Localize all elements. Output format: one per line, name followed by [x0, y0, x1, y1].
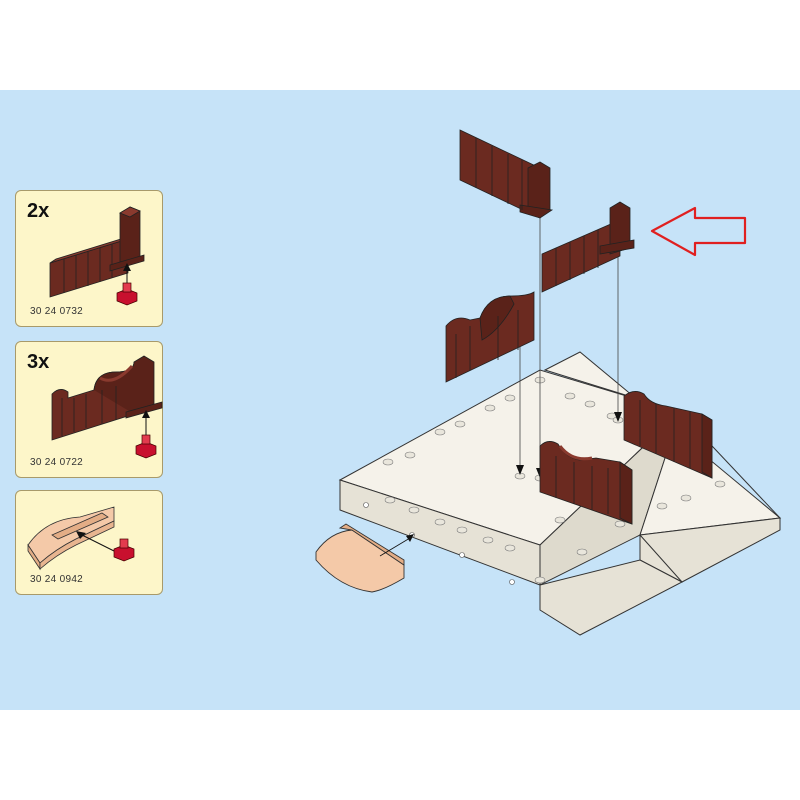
part-quantity: 3x	[27, 351, 50, 373]
fence-straight-floating-top	[459, 129, 554, 219]
arrow-left-outline-icon	[650, 206, 747, 257]
fence-straight-part-illustration	[49, 206, 145, 306]
part-card-fence-straight: 2x 30 24 0732	[15, 190, 163, 327]
fence-curved-part-illustration	[51, 355, 163, 459]
bench-piece	[315, 523, 405, 593]
connector-peg-icon	[113, 538, 135, 562]
part-number: 30 24 0722	[30, 457, 84, 468]
fence-curved-installed-center	[539, 441, 633, 525]
connector-peg-icon	[116, 282, 138, 306]
base-plate	[338, 351, 782, 636]
bench-part-illustration	[27, 506, 135, 571]
fence-curved-installed-right	[623, 391, 713, 479]
part-card-fence-curved: 3x 30 24 0722	[15, 341, 163, 478]
part-quantity: 2x	[27, 200, 50, 222]
assembly-guide-lines	[519, 218, 619, 475]
part-number: 30 24 0732	[30, 306, 84, 317]
fence-straight-highlighted	[541, 201, 635, 293]
part-card-bench: 30 24 0942	[15, 490, 163, 595]
connector-peg-icon	[135, 434, 157, 459]
part-number: 30 24 0942	[30, 574, 84, 585]
fence-curved-floating	[445, 291, 535, 383]
